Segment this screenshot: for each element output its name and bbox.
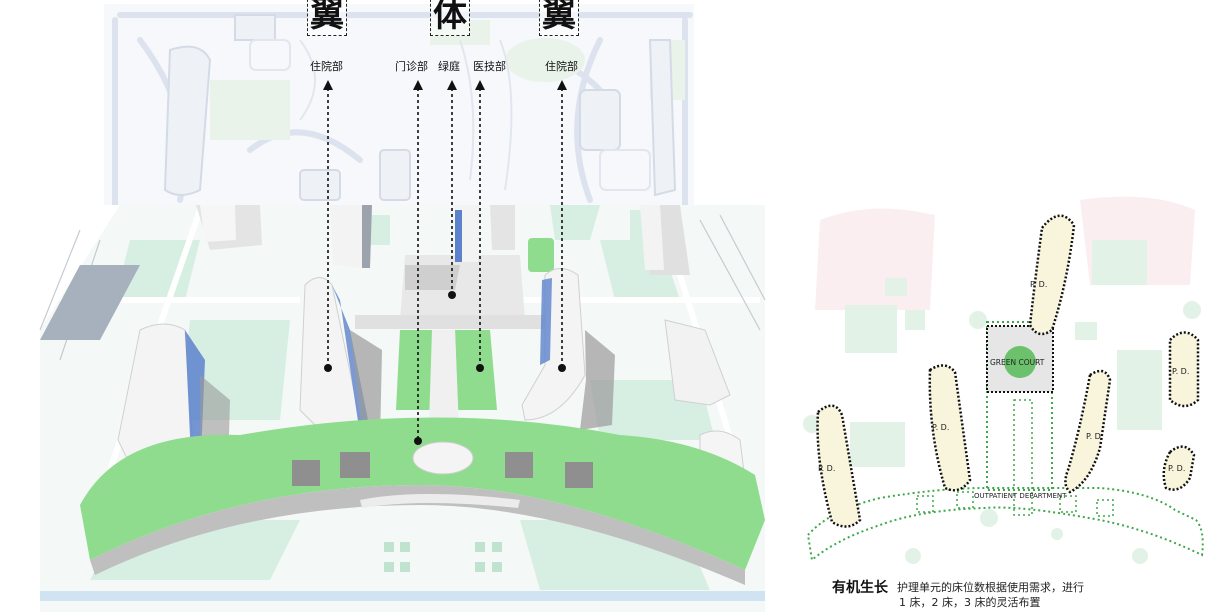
pd-label: P. D. bbox=[1168, 464, 1185, 473]
marker-dot bbox=[558, 364, 566, 372]
caption-line-2: 1 床，2 床，3 床的灵活布置 bbox=[899, 596, 1041, 609]
marker-dot bbox=[414, 437, 422, 445]
arrow-head-icon bbox=[323, 80, 333, 90]
arrow-head-icon bbox=[447, 80, 457, 90]
label-outpatient: 门诊部 bbox=[395, 60, 428, 73]
organic-growth-diagram: P. D. P. D. P. D. P. D. P. D. P. D. GREE… bbox=[803, 196, 1204, 564]
green-court-circle bbox=[1004, 346, 1036, 378]
marker-dot bbox=[448, 291, 456, 299]
outpatient-label: OUTPATIENT DEPARTMENT bbox=[974, 492, 1067, 500]
pd-unit-center-right bbox=[1064, 369, 1112, 494]
marker-dot bbox=[476, 364, 484, 372]
pd-unit-right-upper bbox=[1168, 331, 1200, 408]
pd-unit-right-lower bbox=[1162, 445, 1196, 491]
function-arrows bbox=[323, 80, 567, 445]
pd-unit-far-left bbox=[816, 404, 862, 528]
caption-title: 有机生长 bbox=[832, 580, 888, 596]
caption-line-1: 护理单元的床位数根据使用需求，进行 bbox=[897, 581, 1084, 594]
arrow-head-icon bbox=[413, 80, 423, 90]
pd-label: P. D. bbox=[932, 423, 949, 432]
aerial-rendering bbox=[39, 205, 766, 612]
pd-label: P. D. bbox=[1086, 432, 1103, 441]
arrow-head-icon bbox=[557, 80, 567, 90]
pd-label: P. D. bbox=[1030, 280, 1047, 289]
green-court-label: GREEN COURT bbox=[990, 358, 1045, 367]
label-medtech: 医技部 bbox=[473, 60, 506, 73]
heading-char-wing-right: 翼 bbox=[539, 0, 579, 36]
label-inpatient-right: 住院部 bbox=[545, 60, 578, 73]
arrow-head-icon bbox=[475, 80, 485, 90]
label-green-court: 绿庭 bbox=[438, 60, 460, 73]
pd-unit-center-left bbox=[928, 364, 972, 492]
heading-char-body: 体 bbox=[430, 0, 470, 36]
pd-label: P. D. bbox=[818, 464, 835, 473]
site-plan-top-faded bbox=[104, 4, 694, 210]
pd-label: P. D. bbox=[1172, 367, 1189, 376]
marker-dot bbox=[324, 364, 332, 372]
label-inpatient-left: 住院部 bbox=[310, 60, 343, 73]
pd-unit-top bbox=[1028, 214, 1076, 336]
heading-char-wing-left: 翼 bbox=[307, 0, 347, 36]
